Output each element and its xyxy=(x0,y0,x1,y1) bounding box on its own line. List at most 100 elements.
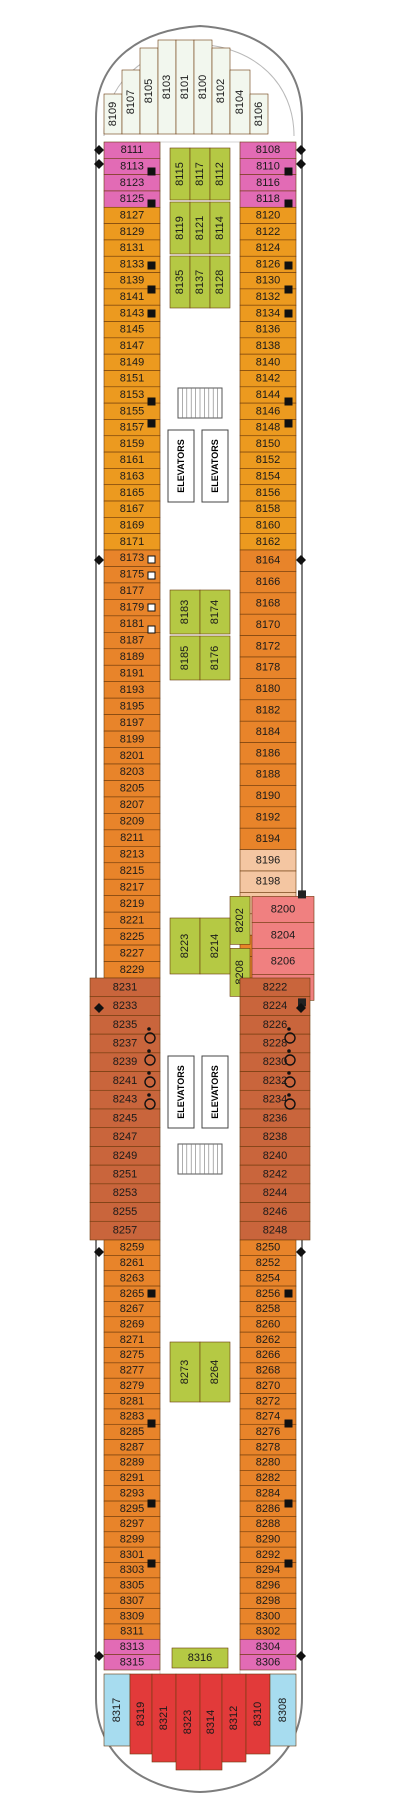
cabin-8273[interactable]: 8273 xyxy=(169,1341,201,1403)
cabin-8239[interactable]: 8239 xyxy=(89,1052,161,1072)
cabin-8191[interactable]: 8191 xyxy=(103,664,161,682)
cabin-8259[interactable]: 8259 xyxy=(103,1239,161,1256)
cabin-8307[interactable]: 8307 xyxy=(103,1592,161,1609)
cabin-8147[interactable]: 8147 xyxy=(103,337,161,355)
cabin-8266[interactable]: 8266 xyxy=(239,1347,297,1364)
cabin-8290[interactable]: 8290 xyxy=(239,1531,297,1548)
cabin-8224[interactable]: 8224 xyxy=(239,996,311,1016)
cabin-8301[interactable]: 8301 xyxy=(103,1546,161,1563)
cabin-8201[interactable]: 8201 xyxy=(103,747,161,765)
cabin-8274[interactable]: 8274 xyxy=(239,1408,297,1425)
cabin-8319[interactable]: 8319 xyxy=(129,1673,153,1755)
cabin-8112[interactable]: 8112 xyxy=(209,147,231,201)
cabin-8280[interactable]: 8280 xyxy=(239,1454,297,1471)
cabin-8271[interactable]: 8271 xyxy=(103,1331,161,1348)
cabin-8316[interactable]: 8316 xyxy=(171,1647,229,1669)
cabin-8134[interactable]: 8134 xyxy=(239,304,297,322)
cabin-8296[interactable]: 8296 xyxy=(239,1577,297,1594)
cabin-8158[interactable]: 8158 xyxy=(239,500,297,518)
cabin-8302[interactable]: 8302 xyxy=(239,1623,297,1640)
cabin-8198[interactable]: 8198 xyxy=(239,870,297,893)
cabin-8211[interactable]: 8211 xyxy=(103,829,161,847)
cabin-8321[interactable]: 8321 xyxy=(151,1673,177,1763)
cabin-8121[interactable]: 8121 xyxy=(189,201,211,255)
cabin-8253[interactable]: 8253 xyxy=(89,1183,161,1203)
cabin-8215[interactable]: 8215 xyxy=(103,862,161,880)
cabin-8164[interactable]: 8164 xyxy=(239,549,297,572)
cabin-8140[interactable]: 8140 xyxy=(239,353,297,371)
cabin-8173[interactable]: 8173 xyxy=(103,549,161,567)
cabin-8287[interactable]: 8287 xyxy=(103,1439,161,1456)
cabin-8128[interactable]: 8128 xyxy=(209,255,231,309)
cabin-8116[interactable]: 8116 xyxy=(239,174,297,192)
cabin-8285[interactable]: 8285 xyxy=(103,1423,161,1440)
cabin-8155[interactable]: 8155 xyxy=(103,402,161,420)
cabin-8203[interactable]: 8203 xyxy=(103,763,161,781)
cabin-8139[interactable]: 8139 xyxy=(103,272,161,290)
cabin-8272[interactable]: 8272 xyxy=(239,1393,297,1410)
cabin-8258[interactable]: 8258 xyxy=(239,1301,297,1318)
cabin-8243[interactable]: 8243 xyxy=(89,1089,161,1110)
cabin-8152[interactable]: 8152 xyxy=(239,451,297,469)
cabin-8166[interactable]: 8166 xyxy=(239,571,297,594)
cabin-8129[interactable]: 8129 xyxy=(103,223,161,241)
cabin-8262[interactable]: 8262 xyxy=(239,1331,297,1348)
cabin-8185[interactable]: 8185 xyxy=(169,635,201,681)
cabin-8265[interactable]: 8265 xyxy=(103,1285,161,1302)
cabin-8111[interactable]: 8111 xyxy=(103,141,161,159)
cabin-8304[interactable]: 8304 xyxy=(239,1638,297,1655)
cabin-8120[interactable]: 8120 xyxy=(239,206,297,224)
cabin-8308[interactable]: 8308 xyxy=(269,1673,297,1747)
cabin-8298[interactable]: 8298 xyxy=(239,1592,297,1609)
cabin-8202[interactable]: 8202 xyxy=(229,896,251,945)
cabin-8190[interactable]: 8190 xyxy=(239,785,297,808)
cabin-8104[interactable]: 8104 xyxy=(229,69,251,135)
cabin-8270[interactable]: 8270 xyxy=(239,1377,297,1394)
cabin-8284[interactable]: 8284 xyxy=(239,1485,297,1502)
cabin-8199[interactable]: 8199 xyxy=(103,730,161,748)
cabin-8278[interactable]: 8278 xyxy=(239,1439,297,1456)
cabin-8145[interactable]: 8145 xyxy=(103,321,161,339)
cabin-8122[interactable]: 8122 xyxy=(239,223,297,241)
cabin-8233[interactable]: 8233 xyxy=(89,996,161,1016)
cabin-8289[interactable]: 8289 xyxy=(103,1454,161,1471)
cabin-8206[interactable]: 8206 xyxy=(251,948,315,975)
cabin-8279[interactable]: 8279 xyxy=(103,1377,161,1394)
cabin-8217[interactable]: 8217 xyxy=(103,878,161,896)
cabin-8194[interactable]: 8194 xyxy=(239,827,297,850)
cabin-8314[interactable]: 8314 xyxy=(199,1673,223,1771)
cabin-8170[interactable]: 8170 xyxy=(239,613,297,636)
cabin-8267[interactable]: 8267 xyxy=(103,1301,161,1318)
cabin-8102[interactable]: 8102 xyxy=(211,47,231,135)
cabin-8317[interactable]: 8317 xyxy=(103,1673,131,1747)
cabin-8118[interactable]: 8118 xyxy=(239,190,297,208)
cabin-8246[interactable]: 8246 xyxy=(239,1202,311,1222)
cabin-8244[interactable]: 8244 xyxy=(239,1183,311,1203)
cabin-8223[interactable]: 8223 xyxy=(169,917,201,975)
cabin-8275[interactable]: 8275 xyxy=(103,1347,161,1364)
cabin-8240[interactable]: 8240 xyxy=(239,1146,311,1166)
cabin-8117[interactable]: 8117 xyxy=(189,147,211,201)
cabin-8283[interactable]: 8283 xyxy=(103,1408,161,1425)
cabin-8132[interactable]: 8132 xyxy=(239,288,297,306)
cabin-8192[interactable]: 8192 xyxy=(239,806,297,829)
cabin-8299[interactable]: 8299 xyxy=(103,1531,161,1548)
cabin-8226[interactable]: 8226 xyxy=(239,1015,311,1035)
cabin-8108[interactable]: 8108 xyxy=(239,141,297,159)
cabin-8237[interactable]: 8237 xyxy=(89,1033,161,1054)
cabin-8309[interactable]: 8309 xyxy=(103,1608,161,1625)
cabin-8107[interactable]: 8107 xyxy=(121,69,141,135)
cabin-8269[interactable]: 8269 xyxy=(103,1316,161,1333)
cabin-8127[interactable]: 8127 xyxy=(103,206,161,224)
cabin-8196[interactable]: 8196 xyxy=(239,849,297,872)
cabin-8146[interactable]: 8146 xyxy=(239,402,297,420)
cabin-8234[interactable]: 8234 xyxy=(239,1089,311,1110)
cabin-8254[interactable]: 8254 xyxy=(239,1270,297,1287)
cabin-8189[interactable]: 8189 xyxy=(103,648,161,666)
cabin-8100[interactable]: 8100 xyxy=(193,39,213,135)
cabin-8261[interactable]: 8261 xyxy=(103,1255,161,1272)
cabin-8167[interactable]: 8167 xyxy=(103,500,161,518)
cabin-8197[interactable]: 8197 xyxy=(103,714,161,732)
cabin-8231[interactable]: 8231 xyxy=(89,977,161,998)
cabin-8235[interactable]: 8235 xyxy=(89,1015,161,1035)
